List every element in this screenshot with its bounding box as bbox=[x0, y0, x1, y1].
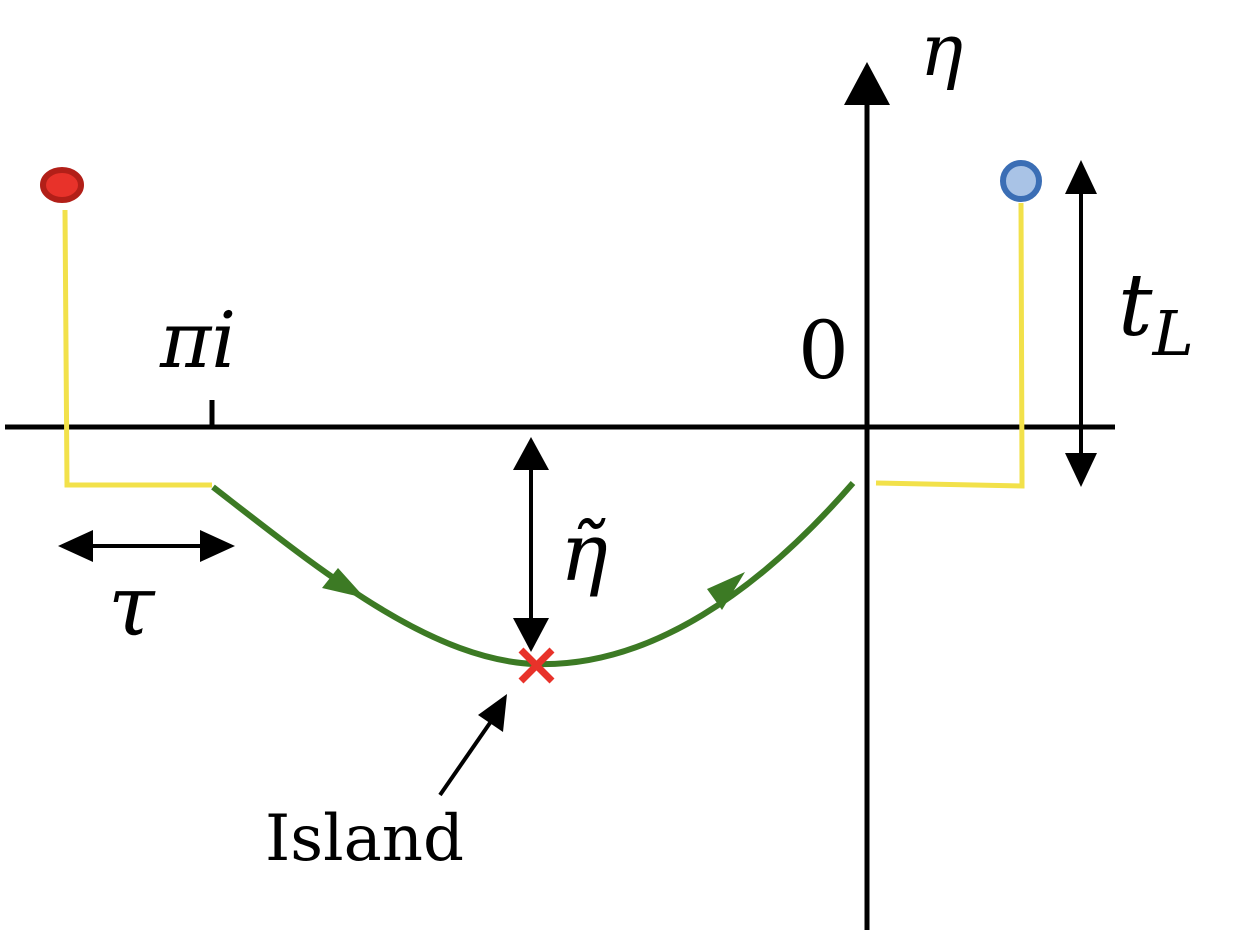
island-marker-x bbox=[518, 647, 555, 684]
t-L-label: tL bbox=[1118, 256, 1194, 370]
pi-i-label: πi bbox=[159, 296, 236, 386]
left-yellow-path bbox=[62, 209, 212, 488]
contour-arrowhead-right bbox=[707, 572, 745, 610]
island-pointer-arrowhead bbox=[478, 694, 507, 732]
island-label: Island bbox=[265, 802, 464, 876]
eta-tilde-arrowhead-bottom bbox=[513, 618, 549, 652]
t-L-main: t bbox=[1118, 256, 1153, 356]
tau-label: τ bbox=[108, 557, 156, 655]
contour-arrowhead-left bbox=[322, 568, 365, 598]
origin-label: 0 bbox=[798, 304, 849, 397]
eta-tilde-label: η̃ bbox=[560, 506, 608, 599]
t-L-subscript: L bbox=[1152, 297, 1194, 370]
tau-arrowhead-right bbox=[200, 530, 235, 562]
t-L-arrowhead-bottom bbox=[1065, 453, 1097, 487]
t-L-arrowhead-top bbox=[1065, 160, 1097, 194]
eta-axis-label: η bbox=[920, 8, 963, 92]
right-yellow-path bbox=[875, 202, 1025, 489]
tau-arrowhead-left bbox=[58, 530, 93, 562]
vertical-axis-arrowhead bbox=[844, 62, 890, 105]
eta-tilde-arrowhead-top bbox=[513, 437, 549, 470]
island-pointer-line bbox=[438, 718, 494, 797]
red-point bbox=[40, 167, 84, 203]
blue-point bbox=[1000, 160, 1042, 202]
